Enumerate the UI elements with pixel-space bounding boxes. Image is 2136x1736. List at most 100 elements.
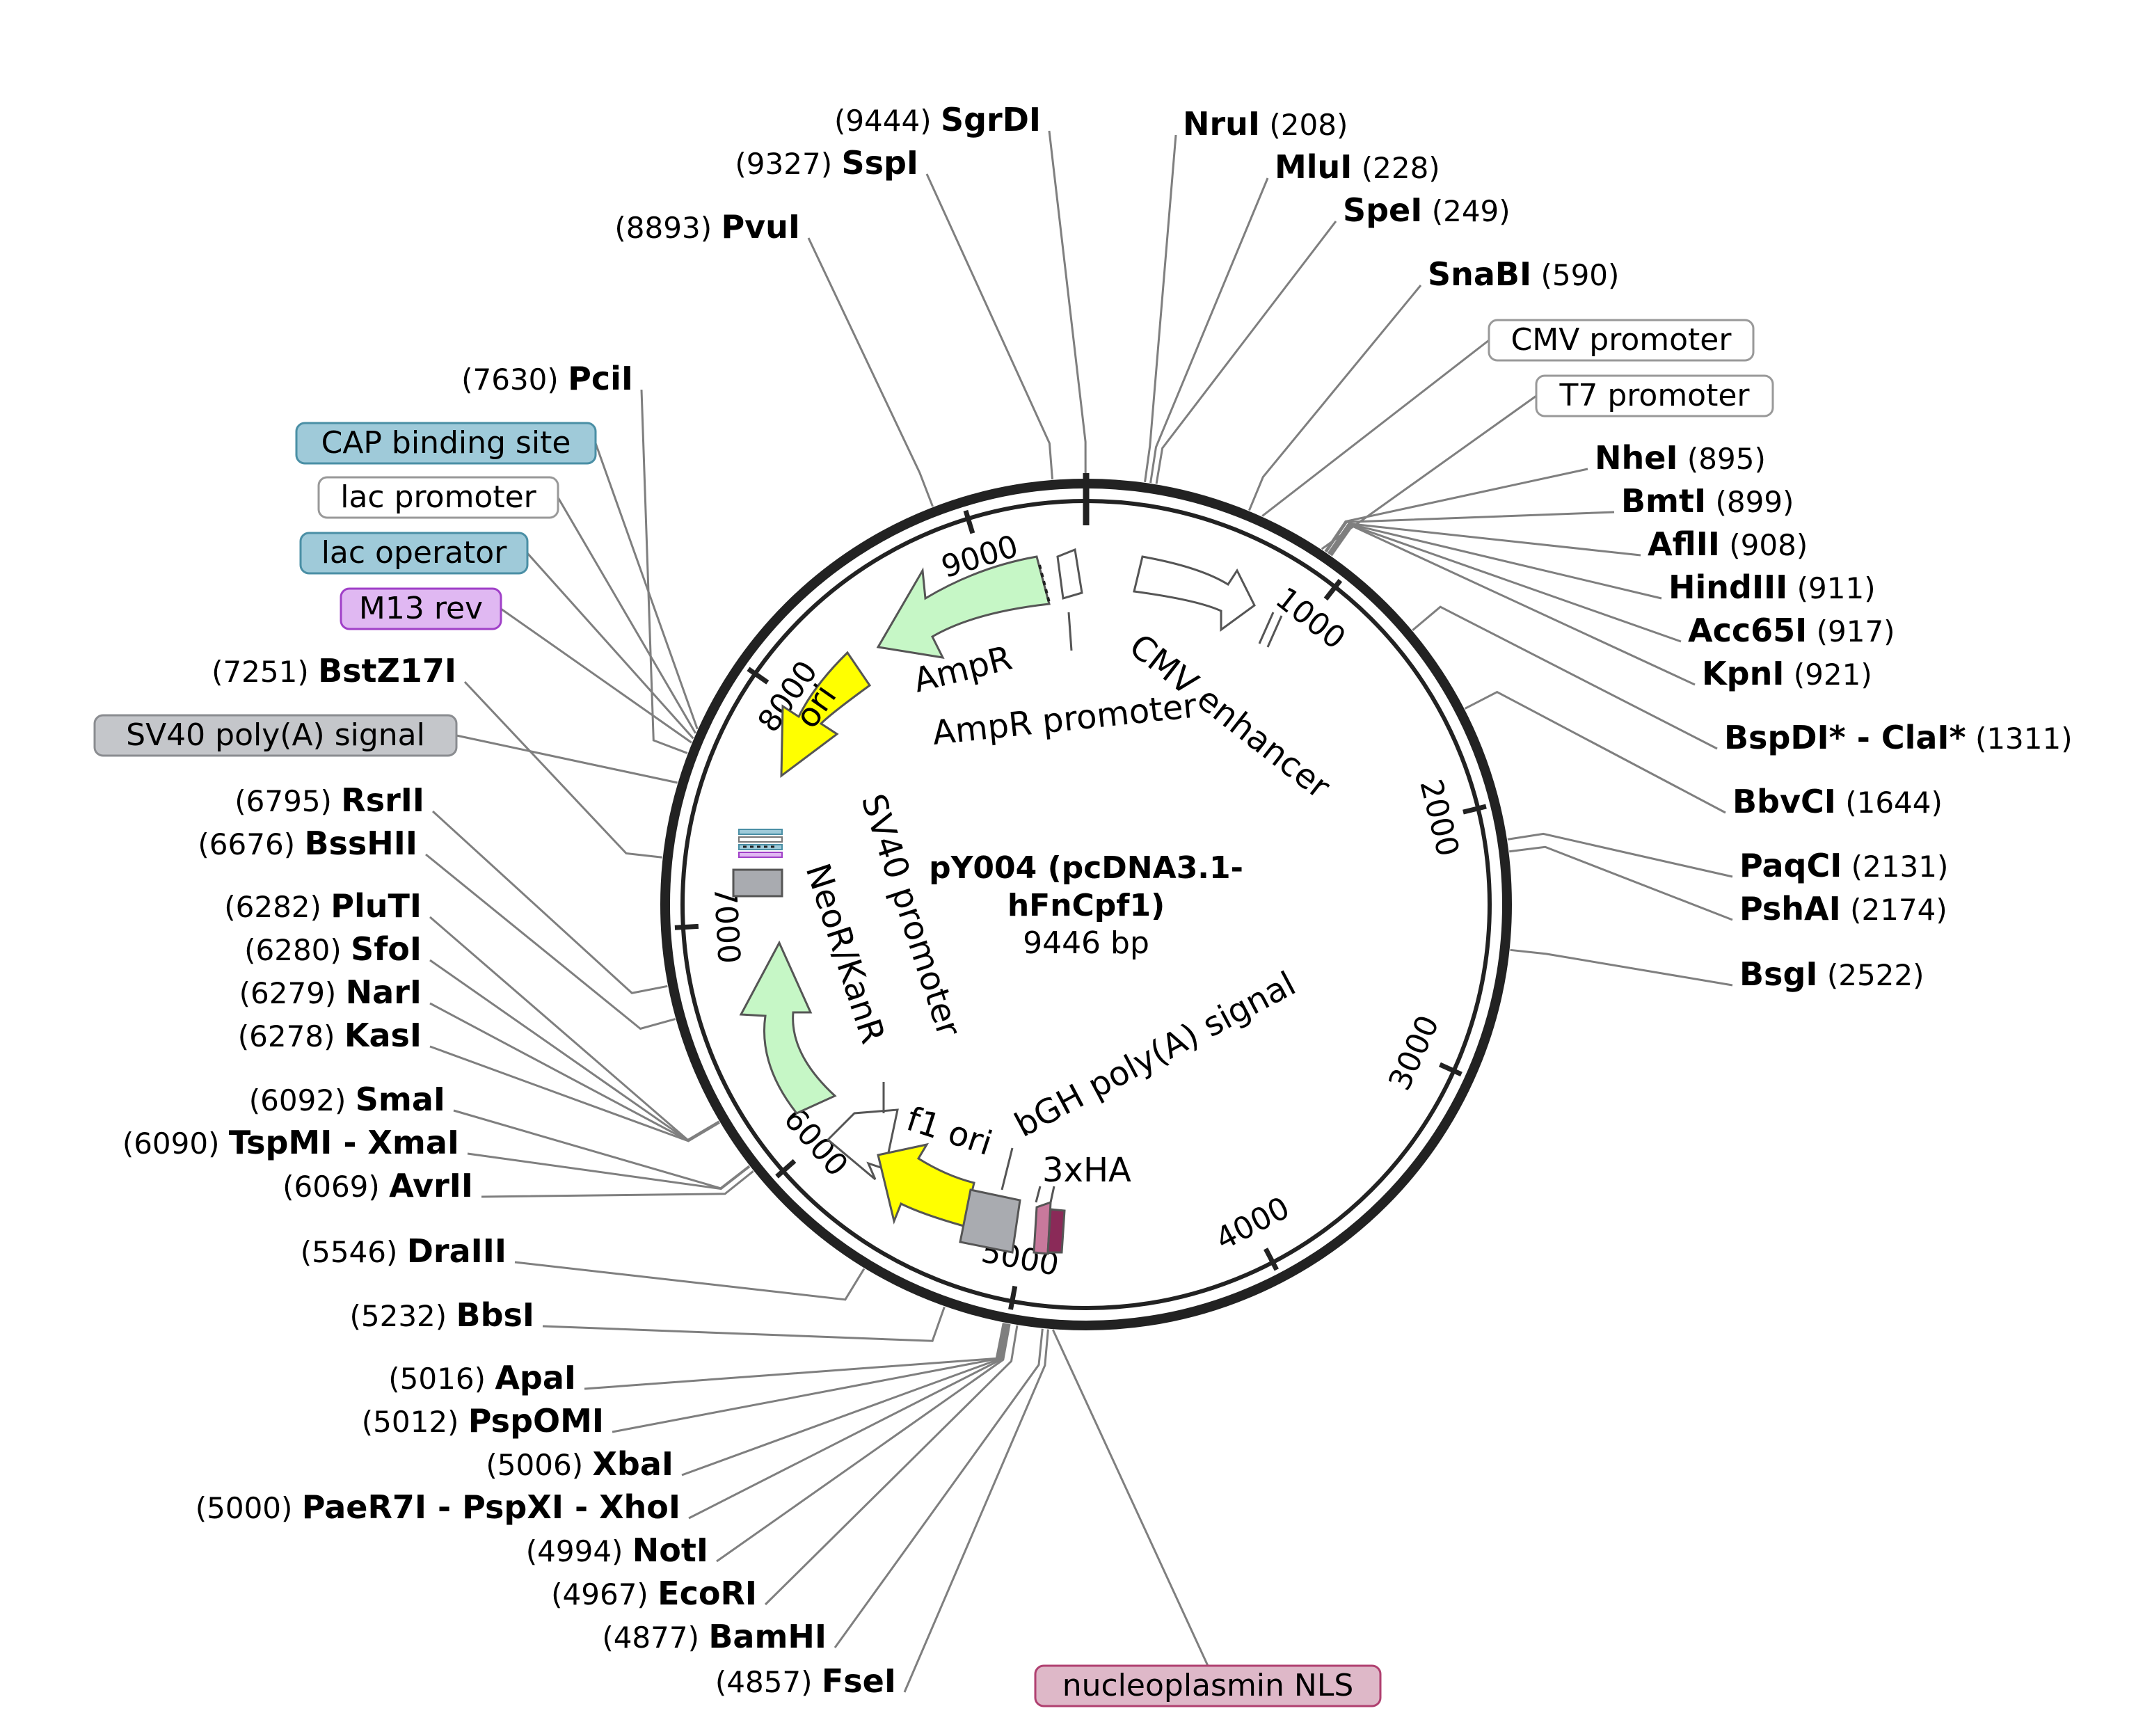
ampr-promoter-arrow <box>1056 548 1083 600</box>
site-label-paqci: PaqCI (2131) <box>1739 847 1948 884</box>
site-leader <box>1510 948 1733 987</box>
svg-text:nucleoplasmin NLS: nucleoplasmin NLS <box>1062 1668 1354 1703</box>
svg-text:CAP binding site: CAP binding site <box>321 425 571 461</box>
site-leader <box>807 237 934 507</box>
site-label-bsgi: BsgI (2522) <box>1739 955 1924 993</box>
site-label-aflii: AflII (908) <box>1648 525 1808 563</box>
site-label-pluti: (6282) PluTI <box>224 887 422 925</box>
site-name: PspOMI <box>468 1402 604 1440</box>
site-label-pspomi: (5012) PspOMI <box>362 1402 604 1440</box>
site-name: PvuI <box>721 208 800 246</box>
site-name: DraIII <box>407 1232 507 1270</box>
site-label-bmti: BmtI (899) <box>1621 482 1794 520</box>
site-position: (6280) <box>244 933 351 967</box>
site-name: BsgI <box>1739 955 1817 993</box>
site-leader <box>429 916 720 1142</box>
arc-label-bgh: bGH poly(A) signal <box>1008 964 1302 1145</box>
site-name: NruI <box>1183 105 1260 143</box>
tick-label: 3000 <box>1382 1010 1446 1096</box>
ampr-arrow <box>876 555 1051 659</box>
site-label-avrii: (6069) AvrII <box>282 1167 473 1204</box>
site-name: SfoI <box>351 930 422 968</box>
site-leader <box>681 1323 1007 1476</box>
site-leader <box>1509 845 1733 921</box>
site-position: (228) <box>1352 151 1440 185</box>
site-name: SnaBI <box>1428 255 1531 293</box>
site-position: (4857) <box>715 1665 822 1699</box>
site-position: (2174) <box>1841 893 1947 927</box>
site-label-spei: SpeI (249) <box>1343 191 1511 229</box>
site-name: PciI <box>568 360 633 397</box>
site-leader <box>1048 130 1087 479</box>
site-name: XbaI <box>592 1445 674 1483</box>
restriction-site-labels: (9444) SgrDI(9327) SspI(8893) PvuI(7630)… <box>122 101 2073 1700</box>
site-position: (249) <box>1422 194 1510 228</box>
site-leader-lines <box>425 130 1733 1693</box>
site-leader <box>1155 221 1337 484</box>
feature-leader <box>526 552 694 740</box>
site-position: (5000) <box>196 1491 302 1525</box>
feature-box-cmv-promoter: CMV promoter <box>1488 319 1755 362</box>
site-leader <box>903 1329 1049 1693</box>
feature-box-lac-operator: lac operator <box>299 532 529 575</box>
site-position: (921) <box>1784 658 1872 692</box>
site-position: (917) <box>1807 614 1895 648</box>
site-label-smai: (6092) SmaI <box>249 1081 445 1118</box>
site-name: PshAI <box>1739 890 1841 927</box>
feature-box-m13-rev: M13 rev <box>340 587 502 630</box>
plasmid-name-line1: pY004 (pcDNA3.1- <box>929 850 1243 886</box>
feature-box-lac-promoter: lac promoter <box>317 476 559 519</box>
site-label-bspdi-clai: BspDI* - ClaI* (1311) <box>1724 719 2073 756</box>
cmv-enhancer-arrow <box>1133 555 1256 632</box>
site-leader <box>584 1323 1005 1390</box>
site-position: (7251) <box>212 655 318 689</box>
site-position: (9327) <box>735 147 841 181</box>
feature-leader <box>1261 339 1490 517</box>
site-label-kasi: (6278) KasI <box>238 1017 422 1054</box>
site-position: (6676) <box>198 827 304 861</box>
site-label-mlui: MluI (228) <box>1275 148 1440 186</box>
arc-label-neor: NeoR/KanR <box>798 859 893 1048</box>
site-position: (2131) <box>1842 850 1948 884</box>
site-position: (6278) <box>238 1019 344 1053</box>
site-label-rsrii: (6795) RsrII <box>234 781 424 819</box>
site-name: BamHI <box>708 1618 827 1655</box>
tick-mark <box>674 923 699 930</box>
site-label-ecori: (4967) EcoRI <box>551 1575 757 1612</box>
feature-leader <box>1051 1329 1209 1666</box>
site-label-nrui: NruI (208) <box>1183 105 1348 143</box>
site-position: (7630) <box>461 363 568 397</box>
tick-mark <box>1438 1062 1462 1077</box>
site-name: BstZ17I <box>318 652 456 690</box>
site-leader <box>1324 468 1588 552</box>
site-label-bstz17i: (7251) BstZ17I <box>212 652 456 690</box>
svg-text:T7 promoter: T7 promoter <box>1559 378 1750 413</box>
site-position: (208) <box>1260 108 1348 142</box>
site-label-fsei: (4857) FseI <box>715 1662 896 1700</box>
site-position: (8893) <box>614 211 721 245</box>
nls-box <box>1046 1208 1066 1254</box>
site-label-acc65i: Acc65I (917) <box>1688 612 1895 649</box>
site-leader <box>764 1325 1019 1606</box>
site-position: (6282) <box>224 890 330 924</box>
site-position: (5546) <box>301 1235 407 1269</box>
site-label-nhei: NheI (895) <box>1595 439 1766 477</box>
tick-label: 4000 <box>1210 1190 1296 1257</box>
site-position: (1311) <box>1966 722 2073 756</box>
site-label-apai: (5016) ApaI <box>388 1359 576 1396</box>
site-name: EcoRI <box>657 1575 757 1612</box>
arc-label-ampr-promoter: AmpR promoter <box>930 686 1198 753</box>
sv40-polya-box <box>732 868 783 898</box>
site-name: BspDI* - ClaI* <box>1724 719 1966 756</box>
site-name: AflII <box>1648 525 1720 563</box>
site-leader <box>1412 605 1718 750</box>
site-name: ApaI <box>495 1359 576 1396</box>
site-label-tspmi-xmai: (6090) TspMI - XmaI <box>122 1124 459 1161</box>
site-position: (899) <box>1706 485 1794 519</box>
site-label-bbvci: BbvCI (1644) <box>1732 783 1943 820</box>
site-label-sspi: (9327) SspI <box>735 144 918 182</box>
3xha-box <box>1033 1200 1052 1255</box>
site-position: (4877) <box>602 1620 708 1655</box>
ori-arrow <box>780 651 872 779</box>
feature-box-t7-promoter: T7 promoter <box>1535 374 1774 417</box>
